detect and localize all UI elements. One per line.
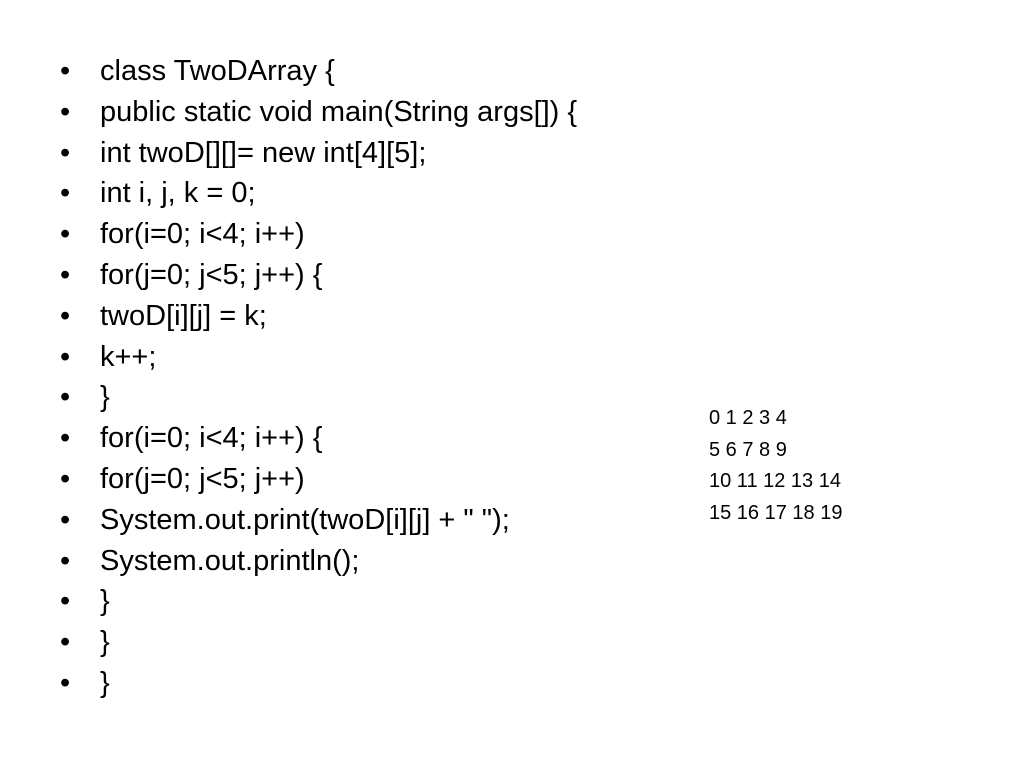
- code-line-text: }: [100, 626, 110, 659]
- code-line-text: k++;: [100, 340, 157, 373]
- bullet-icon: •: [60, 177, 71, 210]
- code-line-text: for(i=0; i<4; i++): [100, 218, 305, 251]
- bullet-icon: •: [60, 544, 71, 577]
- bullet-icon: •: [60, 218, 71, 251]
- code-line-text: int i, j, k = 0;: [100, 177, 256, 210]
- bullet-icon: •: [60, 55, 71, 87]
- code-line-text: public static void main(String args[]) {: [100, 95, 578, 128]
- bullet-icon: •: [60, 340, 71, 373]
- bullet-icon: •: [60, 136, 71, 169]
- output-line: 10 11 12 13 14: [709, 470, 841, 492]
- code-line-text: twoD[i][j] = k;: [100, 299, 267, 332]
- output-line: 5 6 7 8 9: [709, 438, 787, 461]
- code-line-text: }: [100, 381, 110, 414]
- program-output: 0 1 2 3 4 5 6 7 8 9 10 11 12 13 14 15 16…: [709, 403, 842, 529]
- code-line-text: for(i=0; i<4; i++) {: [100, 422, 323, 455]
- code-line-text: System.out.println();: [100, 544, 360, 577]
- code-line-text: int twoD[][]= new int[4][5];: [100, 136, 427, 169]
- code-line-text: for(j=0; j<5; j++) {: [100, 258, 323, 291]
- bullet-icon: •: [60, 503, 71, 536]
- bullet-icon: •: [60, 462, 71, 495]
- code-line-text: }: [100, 666, 110, 699]
- code-line-text: System.out.print(twoD[i][j] + " ");: [100, 503, 510, 536]
- code-line-text: for(j=0; j<5; j++): [100, 462, 305, 495]
- bullet-icon: •: [60, 299, 71, 332]
- code-line-text: }: [100, 585, 110, 618]
- bullet-icon: •: [60, 95, 71, 128]
- bullet-icon: •: [60, 381, 71, 414]
- output-line: 0 1 2 3 4: [709, 407, 787, 429]
- bullet-icon: •: [60, 626, 71, 659]
- bullet-icon: •: [60, 422, 71, 455]
- output-line: 15 16 17 18 19: [709, 501, 843, 524]
- bullet-icon: •: [60, 258, 71, 291]
- bullet-icon: •: [60, 585, 71, 618]
- bullet-icon: •: [60, 666, 71, 699]
- code-line-text: class TwoDArray {: [100, 55, 335, 87]
